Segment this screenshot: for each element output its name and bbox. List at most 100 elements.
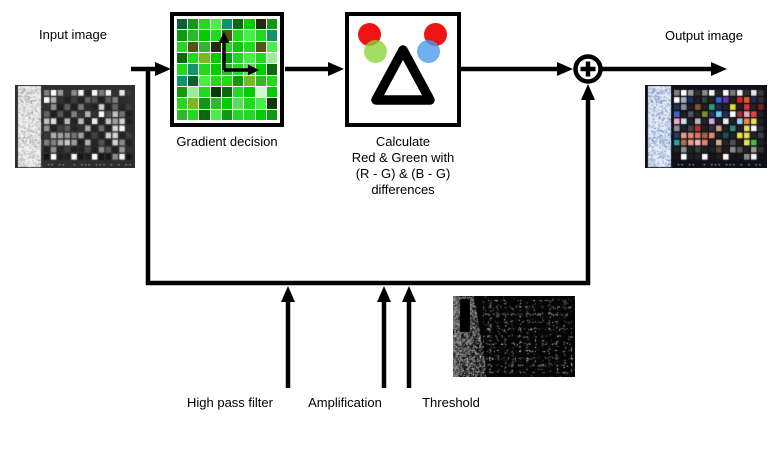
amplification-label: Amplification	[308, 395, 382, 410]
blue-circle-icon	[417, 40, 440, 63]
mosaic-cell	[177, 64, 188, 75]
output-image-thumbnail	[645, 85, 767, 168]
threshold-image-thumbnail	[453, 296, 575, 377]
arrowhead-feedback-into-sum	[581, 84, 595, 100]
mosaic-cell	[210, 75, 221, 86]
mosaic-cell	[188, 41, 199, 52]
plus-icon	[580, 61, 596, 77]
mosaic-cell	[210, 19, 221, 30]
mosaic-cell	[255, 109, 266, 120]
input-image-label: Input image	[39, 27, 107, 42]
mosaic-cell	[221, 109, 233, 120]
mosaic-cell	[221, 41, 233, 52]
gradient-decision-block	[170, 12, 284, 127]
mosaic-cell	[244, 52, 255, 64]
mosaic-cell	[255, 52, 266, 64]
mosaic-cell	[221, 86, 233, 98]
mosaic-cell	[255, 98, 266, 109]
calc-caption-line2: Red & Green with	[351, 150, 455, 165]
arrowhead-into-sum	[557, 62, 573, 76]
mosaic-cell	[188, 75, 199, 86]
mosaic-cell	[244, 75, 255, 86]
threshold-arrowhead	[402, 286, 416, 302]
mosaic-cell	[210, 98, 221, 109]
mosaic-cell	[199, 30, 210, 41]
calc-block-caption: Calculate Red & Green with (R - G) & (B …	[333, 134, 473, 198]
mosaic-cell	[199, 19, 210, 30]
high-pass-filter-label: High pass filter	[187, 395, 273, 410]
mosaic-cell	[221, 30, 233, 41]
mosaic-cell	[177, 19, 188, 30]
mosaic-cell	[210, 41, 221, 52]
mosaic-cell	[188, 19, 199, 30]
calc-caption-line3: (R - G) & (B - G)	[355, 166, 451, 181]
mosaic-cell	[188, 98, 199, 109]
mosaic-cell	[255, 41, 266, 52]
mosaic-cell	[266, 98, 277, 109]
mosaic-cell	[199, 86, 210, 98]
mosaic-cell	[188, 86, 199, 98]
mosaic-cell	[233, 86, 244, 98]
mosaic-cell	[244, 19, 255, 30]
calc-block	[345, 12, 461, 127]
mosaic-cell	[188, 64, 199, 75]
mosaic-cell	[221, 75, 233, 86]
mosaic-cell	[266, 109, 277, 120]
mosaic-cell	[244, 109, 255, 120]
mosaic-cell	[177, 109, 188, 120]
mosaic-cell	[233, 19, 244, 30]
mosaic-cell	[266, 75, 277, 86]
amplification-arrowhead	[377, 286, 391, 302]
mosaic-cell	[177, 98, 188, 109]
gradient-axes-icon	[218, 32, 259, 76]
mosaic-cell	[210, 109, 221, 120]
mosaic-cell	[199, 98, 210, 109]
mosaic-cell	[221, 52, 233, 64]
mosaic-cell	[266, 64, 277, 75]
input-image-thumbnail	[15, 85, 135, 168]
mosaic-cell	[233, 52, 244, 64]
mosaic-cell	[188, 30, 199, 41]
mosaic-cell	[255, 86, 266, 98]
mosaic-cell	[244, 98, 255, 109]
mosaic-cell	[255, 75, 266, 86]
mosaic-cell	[255, 64, 266, 75]
mosaic-cell	[244, 30, 255, 41]
arrowhead-output	[711, 62, 727, 76]
triangle-icon	[371, 45, 435, 105]
arrowhead-into-gradient	[155, 62, 171, 76]
mosaic-cell	[266, 30, 277, 41]
mosaic-cell	[188, 52, 199, 64]
mosaic-cell	[255, 19, 266, 30]
mosaic-cell	[266, 41, 277, 52]
mosaic-cell	[244, 41, 255, 52]
mosaic-cell	[210, 86, 221, 98]
mosaic-cell	[266, 19, 277, 30]
mosaic-cell	[233, 98, 244, 109]
mosaic-cell	[199, 109, 210, 120]
mosaic-cell	[221, 19, 233, 30]
mosaic-cell	[210, 52, 221, 64]
mosaic-cell	[188, 109, 199, 120]
mosaic-cell	[199, 64, 210, 75]
high-pass-filter-arrowhead	[281, 286, 295, 302]
arrowhead-into-calc	[328, 62, 344, 76]
mosaic-cell	[255, 30, 266, 41]
green-circle-icon	[364, 40, 387, 63]
feedback-loop-line	[145, 69, 591, 286]
mosaic-cell	[177, 52, 188, 64]
mosaic-cell	[177, 86, 188, 98]
mosaic-cell	[177, 75, 188, 86]
mosaic-cell	[233, 41, 244, 52]
threshold-label: Threshold	[422, 395, 480, 410]
mosaic-cell	[233, 75, 244, 86]
mosaic-cell	[233, 109, 244, 120]
mosaic-cell	[210, 30, 221, 41]
calc-caption-line4: differences	[371, 182, 435, 197]
mosaic-cell	[221, 98, 233, 109]
calc-caption-line1: Calculate	[375, 134, 431, 149]
mosaic-cell	[266, 52, 277, 64]
mosaic-cell	[210, 64, 221, 75]
